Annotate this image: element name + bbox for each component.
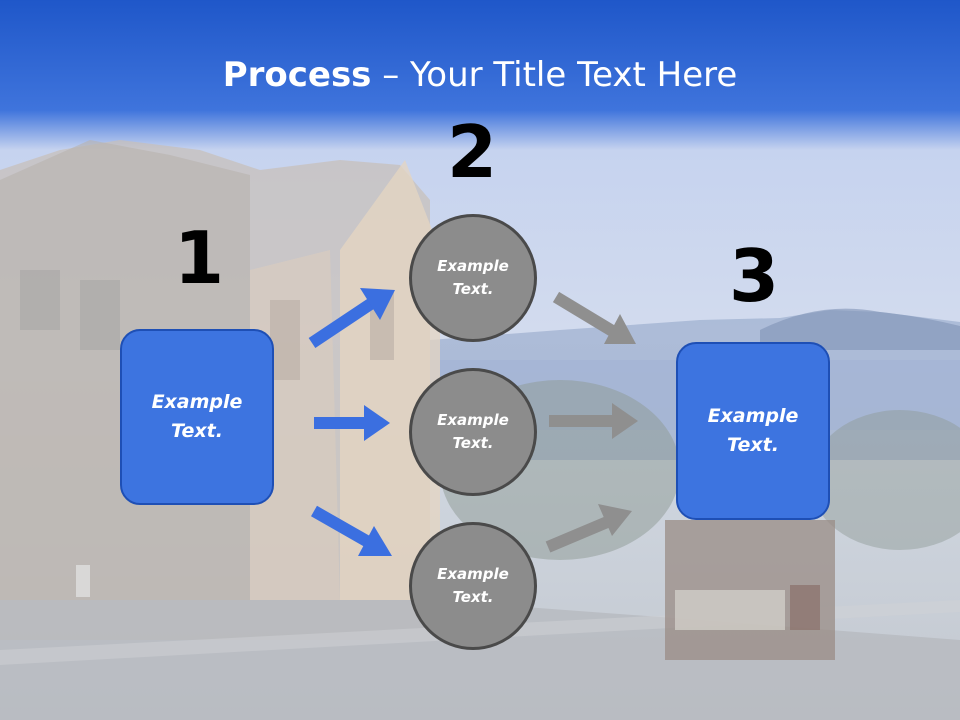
title-bold: Process [222,55,372,95]
step2-circle-bottom: Example Text. [409,522,537,650]
arrow-box1-to-circle1 [308,288,395,348]
step1-box-text: Example Text. [151,391,243,442]
step2-circle-middle: Example Text. [409,368,537,496]
arrow-box1-to-circle3 [311,505,392,556]
arrow-circle3-to-box3 [545,504,632,553]
slide-title: Process – Your Title Text Here [0,52,960,98]
circle-text: Example Text. [437,565,509,606]
arrow-box1-to-circle2 [314,405,390,441]
step-number-2: 2 [446,110,498,194]
step3-box: Example Text. [676,342,830,520]
step1-box: Example Text. [120,329,274,505]
arrow-circle2-to-box3 [549,403,638,439]
step-number-1: 1 [173,216,225,300]
step-number-3: 3 [728,234,780,318]
arrow-circle1-to-box3 [552,291,636,344]
circle-text: Example Text. [437,411,509,452]
circle-text: Example Text. [437,257,509,298]
title-rest: – Your Title Text Here [371,55,738,95]
step2-circle-top: Example Text. [409,214,537,342]
step3-box-text: Example Text. [707,405,799,456]
